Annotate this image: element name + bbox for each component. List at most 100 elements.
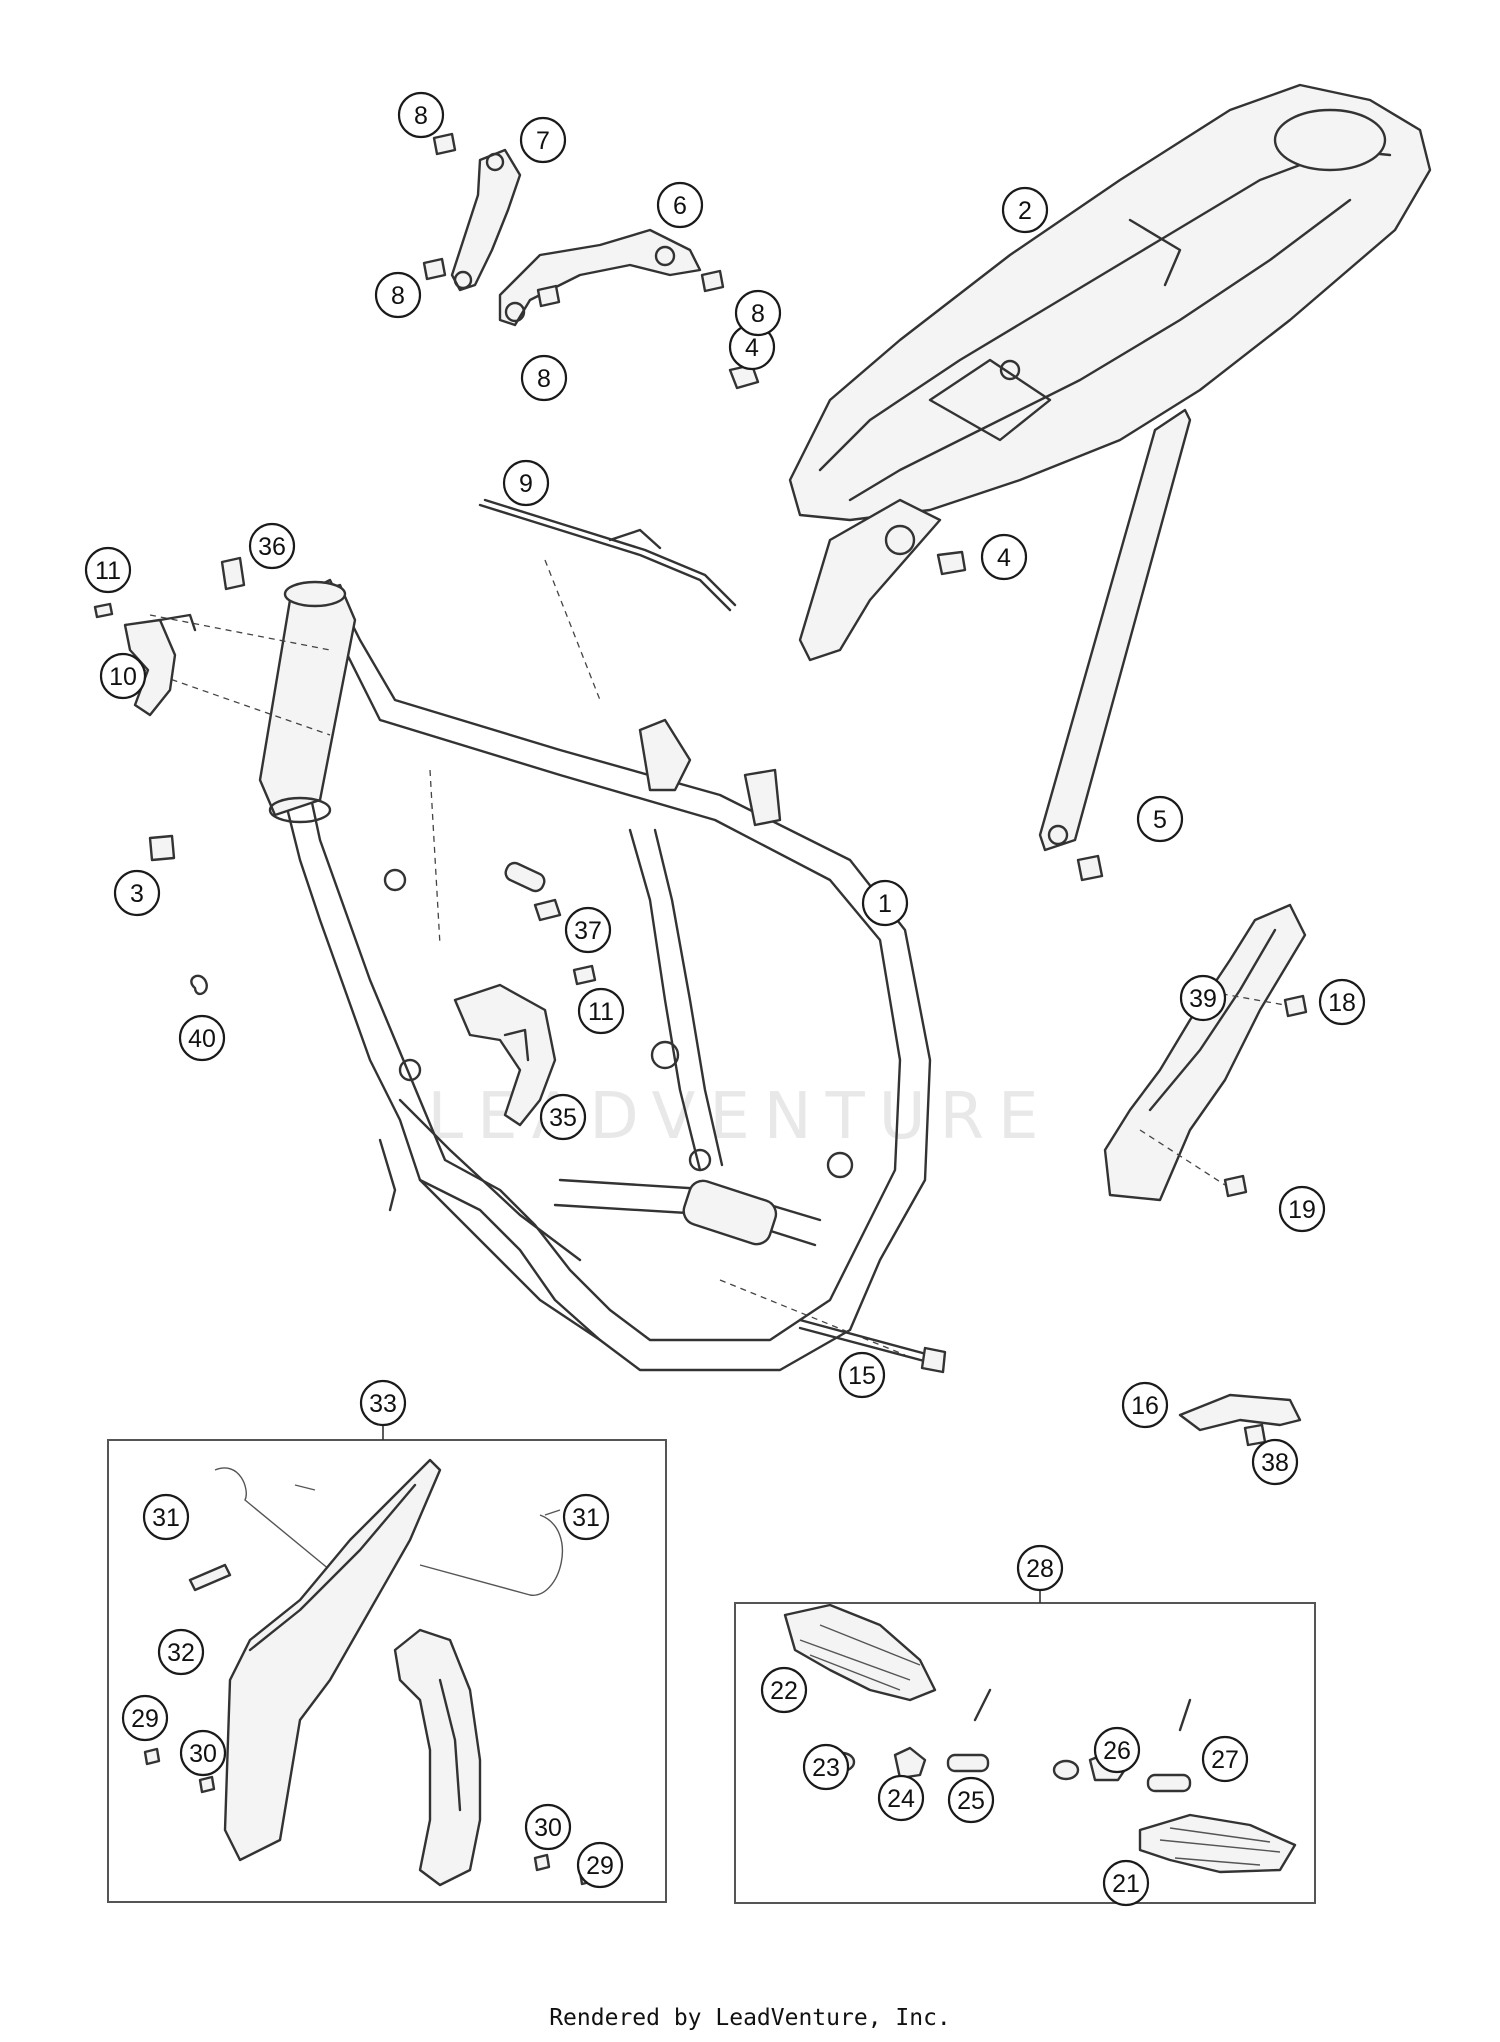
callout-number: 31 [152,1504,180,1532]
chain-slider-part [1178,1393,1302,1447]
callout-circle [1278,1185,1326,1233]
callout-37: 37 [564,906,612,954]
callout-7: 7 [519,116,567,164]
callout-circle [359,1379,407,1427]
callout-circle [99,652,147,700]
callout-number: 24 [887,1785,915,1813]
callout-circle [562,1493,610,1541]
callout-number: 8 [391,282,405,310]
footpeg-kit-box [734,1602,1316,1904]
frame-protector-kit-parts [143,1458,596,1887]
callout-23: 23 [802,1743,850,1791]
callout-number: 9 [519,470,533,498]
callout-number: 18 [1328,989,1356,1017]
callout-number: 11 [588,998,614,1026]
callout-number: 29 [586,1852,614,1880]
callout-circle [980,533,1028,581]
callout-number: 37 [574,917,602,945]
callout-6: 6 [656,181,704,229]
callout-number: 29 [131,1705,159,1733]
callout-number: 7 [536,127,550,155]
callout-8: 8 [374,271,422,319]
callout-5: 5 [1136,795,1184,843]
callout-circle [802,1743,850,1791]
callout-number: 36 [258,533,286,561]
callout-26: 26 [1093,1726,1141,1774]
callout-number: 4 [745,334,759,362]
callout-number: 31 [572,1504,600,1532]
callout-circle [142,1493,190,1541]
callout-number: 8 [751,300,765,328]
callout-18: 18 [1318,978,1366,1026]
leader-dash [149,614,331,651]
callout-circle [397,91,445,139]
callout-circle [157,1628,205,1676]
callout-31: 31 [562,1493,610,1541]
callout-circle [179,1729,227,1777]
callout-number: 5 [1153,806,1167,834]
callout-number: 15 [848,1362,876,1390]
callout-4: 4 [980,533,1028,581]
callout-number: 4 [997,544,1011,572]
callout-30: 30 [524,1803,572,1851]
callout-circle [1201,1735,1249,1783]
callout-29: 29 [121,1694,169,1742]
callout-number: 23 [812,1754,840,1782]
frame-protector-kit-box [107,1439,667,1903]
callout-number: 8 [414,102,428,130]
callout-circle [502,459,550,507]
callout-circle [564,906,612,954]
callout-28: 28 [1016,1544,1064,1592]
callout-21: 21 [1102,1859,1150,1907]
callout-40: 40 [178,1014,226,1062]
callout-number: 35 [549,1104,577,1132]
callout-circle [539,1093,587,1141]
callout-29: 29 [576,1841,624,1889]
leader-dash [544,559,601,701]
callout-number: 27 [1211,1746,1239,1774]
callout-circle [1121,1381,1169,1429]
cable-part [478,498,737,612]
callout-circle [121,1694,169,1742]
callout-number: 40 [188,1025,216,1053]
callout-22: 22 [760,1666,808,1714]
callout-24: 24 [877,1774,925,1822]
callout-27: 27 [1201,1735,1249,1783]
callout-circle [1251,1438,1299,1486]
callout-2: 2 [1001,186,1049,234]
callout-19: 19 [1278,1185,1326,1233]
callout-circle [1179,974,1227,1022]
leader-dash [429,769,441,946]
callout-circle [1093,1726,1141,1774]
callout-number: 19 [1288,1196,1316,1224]
main-frame-part [258,578,932,1372]
callout-leaders [382,1419,1041,1603]
callout-number: 2 [1018,197,1032,225]
callout-25: 25 [947,1776,995,1824]
callout-circle [838,1351,886,1399]
callout-circle [374,271,422,319]
callout-number: 28 [1026,1555,1054,1583]
callout-circle [576,1841,624,1889]
callout-circle [113,869,161,917]
callout-number: 30 [189,1740,217,1768]
callout-circle [1136,795,1184,843]
callout-3: 3 [113,869,161,917]
callout-circle [1016,1544,1064,1592]
callout-number: 6 [673,192,687,220]
subframe-bolt-part [728,363,1104,882]
callout-number: 8 [537,365,551,393]
callout-circle [1102,1859,1150,1907]
callout-number: 11 [95,557,121,585]
callout-circle [577,987,625,1035]
callout-circle [524,1803,572,1851]
callout-circle [947,1776,995,1824]
callout-32: 32 [157,1628,205,1676]
engine-bracket-part [422,132,725,327]
callout-number: 26 [1103,1737,1131,1765]
callout-35: 35 [539,1093,587,1141]
callout-circle [519,116,567,164]
callout-number: 30 [534,1814,562,1842]
callout-number: 16 [1131,1392,1159,1420]
